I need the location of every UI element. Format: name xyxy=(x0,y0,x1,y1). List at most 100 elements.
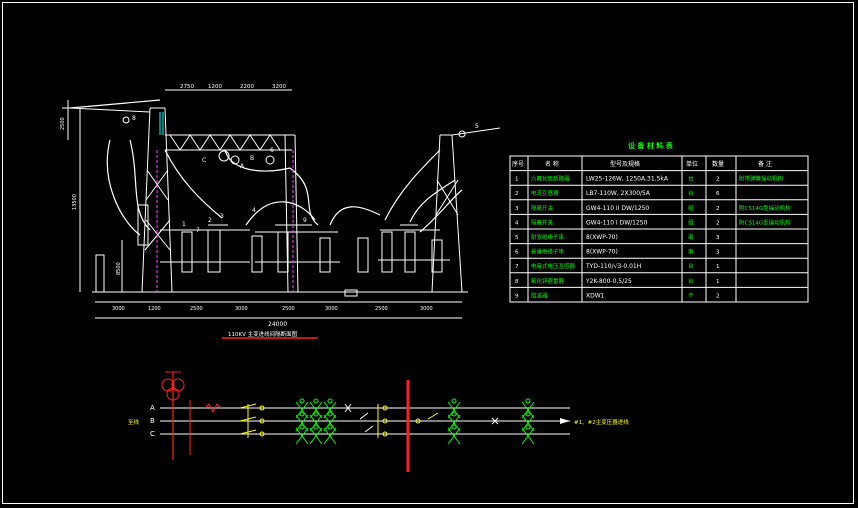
table-cell-unit: 台 xyxy=(688,189,694,197)
table-header: 备 注 xyxy=(758,160,772,168)
table-cell-qty: 6 xyxy=(716,191,720,197)
table-cell-model: XDW1 xyxy=(586,292,605,299)
coil-mark xyxy=(521,427,535,445)
height-dimension: 13500 xyxy=(72,194,78,210)
single-line-schematic xyxy=(160,371,570,472)
table-header: 型号及规格 xyxy=(610,160,640,168)
disconnect-switch-1 xyxy=(239,403,265,438)
coil-node xyxy=(451,398,457,404)
table-cell-model: GW4-110 II DW/1250 xyxy=(586,205,649,212)
equipment-label: C xyxy=(202,157,206,164)
top-dimension: 2200 xyxy=(240,84,254,90)
height-dimension: 2500 xyxy=(60,117,66,130)
table-cell-no: 4 xyxy=(515,220,519,226)
table-cell-qty: 1 xyxy=(716,264,720,270)
coil-node xyxy=(313,411,319,417)
table-cell-qty: 1 xyxy=(716,279,720,285)
top-dimension: 1200 xyxy=(208,84,222,90)
coil-mark xyxy=(295,414,309,432)
table-cell-no: 8 xyxy=(515,279,519,285)
table-cell-qty: 2 xyxy=(716,206,720,212)
coil-node xyxy=(525,398,531,404)
coil-mark xyxy=(295,427,309,445)
breaker-symbol xyxy=(344,403,374,433)
coil-node xyxy=(327,411,333,417)
coil-mark xyxy=(309,401,323,419)
table-cell-model: Y2K-800-0.5/25 xyxy=(585,278,632,285)
coil-mark xyxy=(447,414,461,432)
table-cell-name: 电容式电压互感器 xyxy=(531,262,576,270)
coil-mark xyxy=(309,414,323,432)
equipment-label: 6 xyxy=(270,147,274,154)
feeder-label: #1、#2主变压器进线 xyxy=(574,418,629,426)
arrester-symbol xyxy=(204,403,222,414)
coil-mark xyxy=(447,427,461,445)
line-label: 至线 xyxy=(128,418,140,426)
table-cell-qty: 2 xyxy=(716,177,720,183)
disconnect-switch-3 xyxy=(415,412,439,424)
table-cell-unit: 台 xyxy=(688,175,694,183)
bottom-dimension: 2500 xyxy=(282,306,295,312)
coil-node xyxy=(525,411,531,417)
coil-node xyxy=(327,424,333,430)
table-cell-unit: 台 xyxy=(688,262,694,270)
phase-label: B xyxy=(150,417,155,425)
table-cell-name: 隔离开关 xyxy=(531,218,554,226)
table-cell-name: 隔离开关 xyxy=(531,204,554,212)
table-cell-model: 8(XWP-70) xyxy=(586,234,618,241)
equipment-columns xyxy=(95,204,450,297)
phase-label: A xyxy=(150,404,155,412)
equipment-label: 1 xyxy=(182,221,186,228)
coil-node xyxy=(299,398,305,404)
coil-node xyxy=(525,424,531,430)
equipment-label: 2 xyxy=(208,217,212,224)
table-cell-qty: 2 xyxy=(716,293,720,299)
top-dimension: 3200 xyxy=(272,84,286,90)
coil-mark xyxy=(447,401,461,419)
table-cell-name: 氧化锌避雷器 xyxy=(531,277,565,285)
table-header: 数量 xyxy=(712,160,724,168)
bottom-dimension: 3000 xyxy=(112,306,125,312)
table-cell-model: 8(XWP-70) xyxy=(586,249,618,256)
left-tower xyxy=(62,99,173,293)
equipment-label: 9 xyxy=(303,217,307,224)
table-cell-name: 电流互感器 xyxy=(531,189,559,197)
top-dimension: 2750 xyxy=(180,84,194,90)
coil-mark xyxy=(323,427,337,445)
coil-node xyxy=(313,398,319,404)
equipment-label: 5 xyxy=(475,123,479,130)
table-cell-note: 附CS14G型操动机构 xyxy=(739,218,791,226)
table-cell-unit: 台 xyxy=(688,277,694,285)
height-dimension: 8500 xyxy=(116,262,122,275)
coil-node xyxy=(299,411,305,417)
coil-mark xyxy=(521,414,535,432)
bottom-dimension: 1200 xyxy=(148,306,161,312)
bottom-dimension: 3000 xyxy=(420,306,433,312)
bottom-dimension: 2500 xyxy=(190,306,203,312)
coil-mark xyxy=(323,414,337,432)
equipment-label: 4 xyxy=(252,207,256,214)
coil-node xyxy=(451,424,457,430)
equipment-label: 3 xyxy=(220,213,224,220)
insulator-strings xyxy=(122,116,466,165)
table-cell-qty: 3 xyxy=(716,250,720,256)
table-cell-name: 六氟化硫断路器 xyxy=(531,175,570,183)
equipment-label: A xyxy=(240,163,245,170)
coil-mark xyxy=(323,401,337,419)
table-cell-name: 悬垂绝缘子串 xyxy=(531,248,564,256)
dimension-lines xyxy=(67,89,462,339)
bottom-dimension: 2500 xyxy=(375,306,388,312)
coil-node xyxy=(451,411,457,417)
table-cell-no: 2 xyxy=(515,191,519,197)
gantry-frame xyxy=(165,134,299,293)
table-cell-no: 7 xyxy=(515,264,519,270)
table-cell-model: TYD-110/√3-0.01H xyxy=(585,263,641,270)
phase-label: C xyxy=(150,430,155,438)
overall-dimension: 24000 xyxy=(268,321,287,328)
current-transformer-coils xyxy=(295,398,535,445)
center-lines xyxy=(156,150,294,292)
table-cell-no: 1 xyxy=(515,177,519,183)
table-cell-qty: 2 xyxy=(716,220,720,226)
